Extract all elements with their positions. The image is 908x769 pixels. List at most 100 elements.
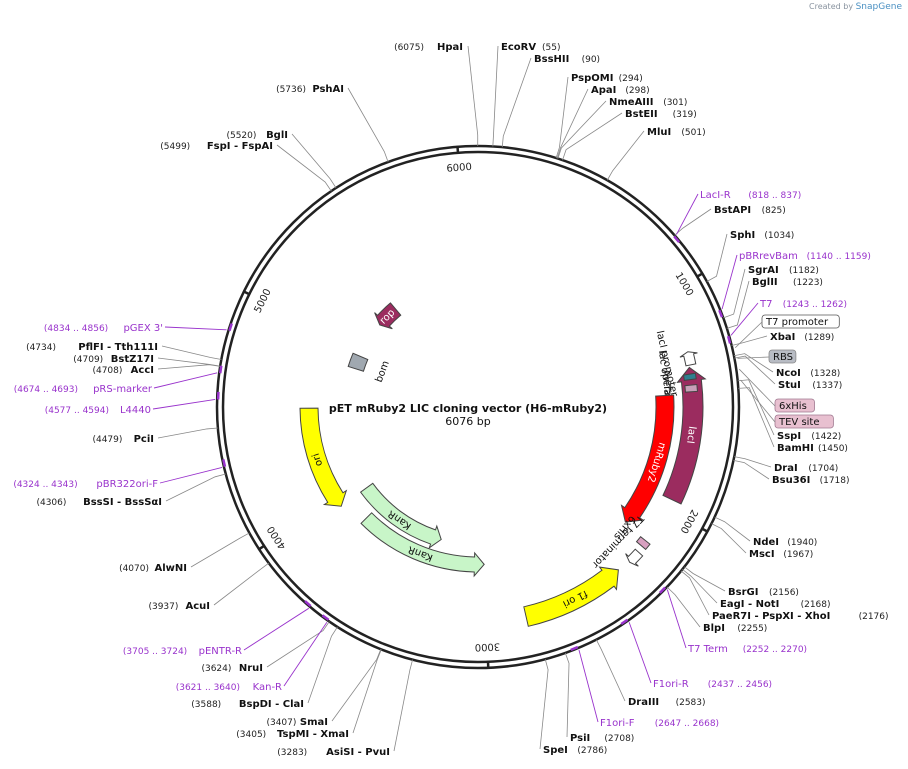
primer-pgex-3[interactable]: pGEX 3' (123, 323, 163, 334)
site-leader (157, 364, 221, 370)
site-spei[interactable]: SpeI (543, 745, 568, 756)
site-bsrgi[interactable]: BsrGI (728, 587, 758, 598)
site-leader (266, 621, 330, 668)
site-ncoi[interactable]: NcoI (776, 368, 801, 379)
feature-laci-promoter[interactable] (679, 351, 698, 367)
site-sphi[interactable]: SphI (730, 230, 755, 241)
primer-leader (578, 649, 599, 723)
site-xbai[interactable]: XbaI (770, 332, 795, 343)
box-label-rbs[interactable]: RBS (773, 352, 793, 363)
primer-t7[interactable]: T7 (759, 299, 772, 310)
feature-f1-ori[interactable] (523, 566, 619, 627)
site-bstz17i[interactable]: BstZ17I (111, 354, 154, 365)
site-pos-bsssi-bsss-i: (4306) (36, 498, 66, 508)
site-nmeaiii[interactable]: NmeAIII (609, 97, 653, 108)
site-ndei[interactable]: NdeI (753, 537, 779, 548)
box-label-6xhis[interactable]: 6xHis (779, 401, 807, 412)
site-pos-bstz17i: (4709) (73, 355, 103, 365)
box-label-tev-site[interactable]: TEV site (778, 417, 820, 428)
site-sspi[interactable]: SspI (777, 431, 801, 442)
feature-label-bom: bom (374, 359, 392, 384)
primer-pentr-r[interactable]: pENTR-R (199, 646, 242, 657)
ruler-tick (242, 290, 251, 296)
site-psii[interactable]: PsiI (570, 733, 590, 744)
site-leader (492, 45, 499, 147)
site-bspdi-clai[interactable]: BspDI - ClaI (239, 699, 304, 710)
site-stui[interactable]: StuI (778, 380, 801, 391)
site-paer7i-pspxi-xhoi[interactable]: PaeR7I - PspXI - XhoI (712, 611, 830, 622)
box-label-t7-promoter[interactable]: T7 promoter (765, 317, 829, 328)
site-bsu36i[interactable]: Bsu36I (772, 475, 810, 486)
feature-ori[interactable] (299, 407, 348, 507)
primer-laci-r[interactable]: LacI-R (700, 190, 731, 201)
site-sgrai[interactable]: SgrAI (748, 265, 779, 276)
site-ecorv[interactable]: EcoRV (501, 42, 536, 53)
feature-bom[interactable] (347, 352, 369, 372)
box-rbs (768, 349, 797, 364)
site-smai[interactable]: SmaI (300, 717, 328, 728)
site-leader (731, 335, 768, 346)
primer-site (658, 586, 667, 594)
site-leader (562, 112, 623, 161)
site-bsssi-bsss-i[interactable]: BssSI - BssSαI (83, 497, 162, 508)
site-hpai[interactable]: HpaI (437, 42, 463, 53)
site-asisi-pvui[interactable]: AsiSI - PvuI (326, 747, 390, 758)
feature-rop[interactable] (374, 302, 402, 330)
site-msci[interactable]: MscI (749, 549, 775, 560)
site-draiii[interactable]: DraIII (628, 697, 659, 708)
site-mlui[interactable]: MluI (647, 127, 671, 138)
ruler-tick-label: 3000 (474, 640, 500, 652)
site-acci[interactable]: AccI (131, 365, 154, 376)
site-leader (711, 523, 747, 554)
site-leader (680, 570, 710, 616)
site-pflfi-tth111i[interactable]: PflFI - Tth111I (78, 342, 158, 353)
primer-site (718, 309, 724, 318)
site-leader (738, 387, 775, 448)
site-drai[interactable]: DraI (774, 463, 798, 474)
site-acui[interactable]: AcuI (185, 601, 210, 612)
site-tspmi-xmai[interactable]: TspMI - XmaI (277, 729, 349, 740)
feature-6xhis[interactable] (635, 535, 651, 551)
site-apai[interactable]: ApaI (591, 85, 616, 96)
site-pos-draiii: (2583) (676, 698, 706, 708)
primer-f1ori-r[interactable]: F1ori-R (653, 679, 689, 690)
site-pos-ncoi: (1328) (810, 369, 840, 379)
site-bglii[interactable]: BglII (752, 277, 778, 288)
feature-lac-operator[interactable] (682, 372, 697, 381)
feature-kanr[interactable] (359, 482, 442, 550)
feature-avitag[interactable] (684, 383, 698, 393)
site-pos-msci: (1967) (783, 550, 813, 560)
site-pspomi[interactable]: PspOMI (571, 73, 613, 84)
site-pos-asisi-pvui: (3283) (277, 748, 307, 758)
outer-ring (215, 144, 741, 670)
site-pcii[interactable]: PciI (134, 434, 154, 445)
feature-laci[interactable] (662, 366, 707, 505)
site-bamhi[interactable]: BamHI (777, 443, 814, 454)
primer-prs-marker[interactable]: pRS-marker (93, 384, 153, 395)
site-leader (666, 586, 701, 628)
site-bgli[interactable]: BglI (266, 130, 288, 141)
site-bsshii[interactable]: BssHII (534, 54, 569, 65)
site-pshai[interactable]: PshAI (312, 84, 344, 95)
primer-l4440[interactable]: L4440 (120, 405, 151, 416)
primer-t7-term[interactable]: T7 Term (687, 644, 728, 655)
site-nrui[interactable]: NruI (239, 663, 263, 674)
feature-mruby2[interactable] (620, 394, 675, 523)
backbone-ring (215, 144, 741, 670)
site-pos-blpi: (2255) (737, 624, 767, 634)
site-alwni[interactable]: AlwNI (155, 563, 188, 574)
site-bsteii[interactable]: BstEII (625, 109, 658, 120)
site-pos-eagi-noti: (2168) (801, 600, 831, 610)
site-bstapi[interactable]: BstAPI (714, 205, 751, 216)
primer-f1ori-f[interactable]: F1ori-F (600, 718, 635, 729)
feature-t7-terminator[interactable] (625, 548, 644, 567)
feature-kanr[interactable] (360, 512, 485, 578)
primer-pbrrevbam[interactable]: pBRrevBam (739, 251, 798, 262)
site-blpi[interactable]: BlpI (703, 623, 725, 634)
primer-kan-r[interactable]: Kan-R (253, 682, 282, 693)
site-fspi-fspai[interactable]: FspI - FspAI (207, 141, 273, 152)
site-eagi-noti[interactable]: EagI - NotI (720, 599, 779, 610)
site-leader (595, 639, 626, 702)
site-pos-bsshii: (90) (582, 55, 600, 65)
primer-pbr322ori-f[interactable]: pBR322ori-F (96, 479, 158, 490)
